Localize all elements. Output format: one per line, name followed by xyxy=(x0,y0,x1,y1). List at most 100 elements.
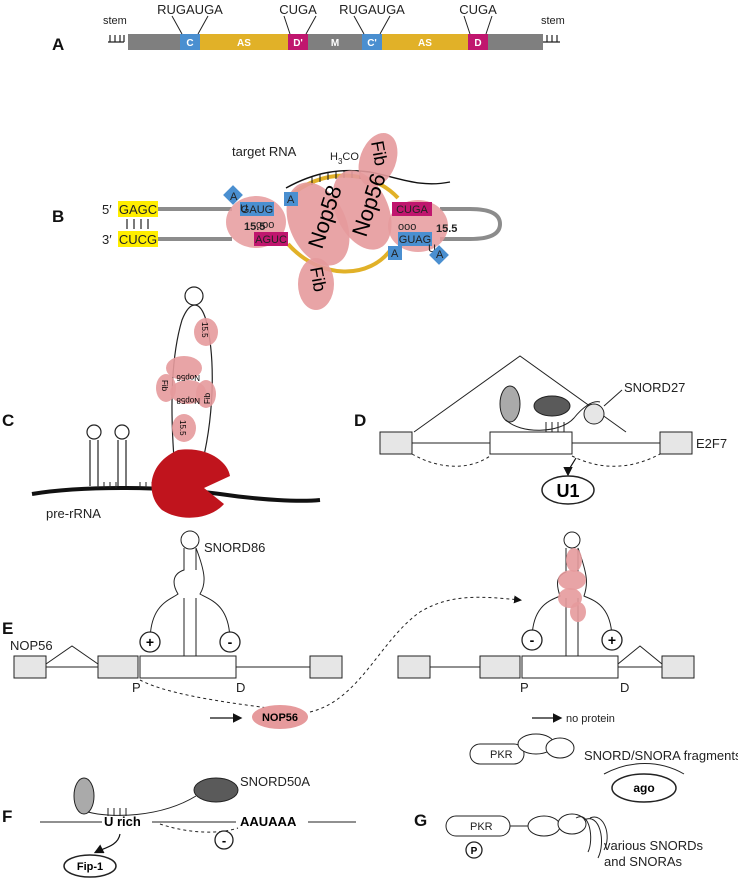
c-blob-4 xyxy=(156,374,176,402)
f-arrow xyxy=(93,833,121,854)
plus-sign: + xyxy=(146,634,154,650)
snord86-apex xyxy=(180,530,200,550)
f-dark-blob xyxy=(193,777,239,803)
various-line-2: and SNORAs xyxy=(604,854,683,869)
target-rna-label: target RNA xyxy=(232,144,297,159)
panel-label-f: F xyxy=(2,807,12,826)
fib-top-label: Fib xyxy=(367,139,391,167)
u1-arrow xyxy=(563,457,577,477)
e2-exon-1 xyxy=(397,655,431,679)
e-exon-2 xyxy=(97,655,139,679)
e2f7-label: E2F7 xyxy=(696,436,727,451)
nop56-protein xyxy=(252,705,308,729)
kturn-label-right: 15.5 xyxy=(436,223,457,235)
box-as-1 xyxy=(200,34,288,50)
exon-right xyxy=(659,431,693,455)
e-exon-3 xyxy=(309,655,343,679)
cuga-box xyxy=(392,202,432,216)
f-bonds xyxy=(107,808,127,816)
gaug-seq: GAUG xyxy=(241,204,273,216)
box-m xyxy=(308,34,362,50)
polya-signal: AAUAAA xyxy=(240,814,297,829)
motif-4: CUGA xyxy=(459,2,497,17)
u-rich-label: U rich xyxy=(104,814,141,829)
processed-stem-1 xyxy=(89,440,99,486)
fib-top-blob xyxy=(358,132,398,188)
ago-label: ago xyxy=(633,781,654,795)
pkr-2-domain-b xyxy=(557,813,587,835)
stem-right-label: stem xyxy=(541,15,565,27)
minus-sign: - xyxy=(228,634,233,650)
fip1-label: Fip-1 xyxy=(77,861,103,873)
e-intron-box xyxy=(139,655,237,679)
c-label-5: Fib xyxy=(203,392,212,404)
minus-sign-2: - xyxy=(530,632,535,648)
aguc-seq: AGUC xyxy=(255,234,287,246)
exon-middle xyxy=(489,431,573,455)
box-grey-1 xyxy=(128,34,180,50)
snord27-label: SNORD27 xyxy=(624,380,685,395)
pre-rrna-strand xyxy=(31,486,321,503)
guag-box xyxy=(398,232,432,246)
box-c xyxy=(180,34,200,50)
snord27-bonds xyxy=(545,422,565,432)
e2-blob-2 xyxy=(558,570,586,590)
seg-d: D xyxy=(474,38,481,49)
snord86-hairpin xyxy=(149,547,231,643)
motif-2: CUGA xyxy=(279,2,317,17)
panel-label-d: D xyxy=(354,411,366,430)
cuga-seq: CUGA xyxy=(396,204,428,216)
stem-left-label: stem xyxy=(103,15,127,27)
box-grey-2 xyxy=(488,34,543,50)
u1-oval xyxy=(541,475,595,505)
c-label-4: Fib xyxy=(160,380,169,392)
nt-u-2: U xyxy=(428,243,436,255)
seg-c-prime: C' xyxy=(367,38,377,49)
gaug-box xyxy=(240,202,274,216)
nt-a-3: A xyxy=(391,248,399,260)
snorna-apex xyxy=(184,286,204,306)
snord27-light-blob xyxy=(583,403,605,425)
pkr-1-box xyxy=(469,743,525,765)
processed-stem-2 xyxy=(117,440,127,486)
snord27-leader xyxy=(603,389,623,407)
fib-bottom-blob xyxy=(298,258,334,310)
rna-backbone-right xyxy=(440,207,503,241)
e2-intron-box xyxy=(521,655,619,679)
stem-bot-box xyxy=(118,231,158,247)
p-right: P xyxy=(520,680,529,695)
nop56-blob xyxy=(332,170,392,250)
e2-exon-2 xyxy=(479,655,521,679)
no-protein-label: no protein xyxy=(566,713,615,725)
e2-splice xyxy=(617,645,663,665)
box-c-prime xyxy=(362,34,382,50)
phospho-circle xyxy=(465,841,483,859)
plus-circle-2 xyxy=(601,629,623,651)
a-box-2 xyxy=(284,192,298,206)
guide-as-bot xyxy=(286,242,394,274)
g-snord-tails xyxy=(575,816,608,859)
panel-a: A stem stem C AS D' M C' AS D RUGAUGA CU… xyxy=(52,2,565,54)
c-label-1: 15.5 xyxy=(200,322,209,338)
panel-label-a: A xyxy=(52,35,64,54)
snord27-dark-blob xyxy=(533,395,571,417)
e-splice-1 xyxy=(45,645,99,665)
p-left: P xyxy=(132,680,141,695)
five-prime: 5′ xyxy=(102,202,112,217)
minus-circle-2 xyxy=(521,629,543,651)
panel-e: E NOP56 P D SNORD86 + - NOP56 P D xyxy=(2,530,695,729)
snord27-rna xyxy=(505,401,601,431)
motif-3: RUGAUGA xyxy=(339,2,405,17)
stem-bonds xyxy=(126,219,149,229)
aguc-box xyxy=(254,232,288,246)
guag-seq: GUAG xyxy=(399,234,431,246)
panel-c: C 15.5 Nop56 Nop58 Fib Fib 15.5 pre-rRNA xyxy=(2,286,321,521)
processed-loop-2 xyxy=(114,424,130,440)
c-blob-6 xyxy=(172,414,196,442)
f-grey-blob xyxy=(73,777,95,815)
d-right: D xyxy=(620,680,629,695)
snord86-stem xyxy=(183,598,197,656)
pkr-1-label: PKR xyxy=(490,749,513,761)
kturn-dots-left: ooo xyxy=(256,219,274,231)
e-exon-1 xyxy=(13,655,47,679)
